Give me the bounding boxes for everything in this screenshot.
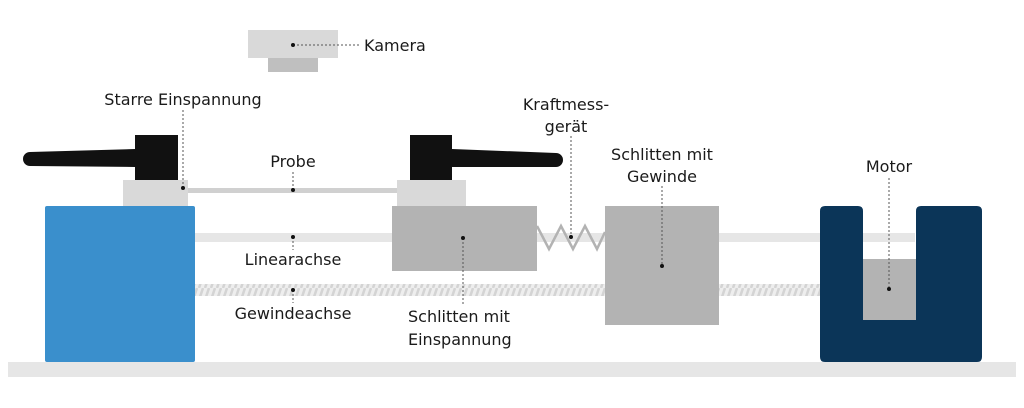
base-plate (8, 362, 1016, 377)
moving-clamp-handle (452, 149, 563, 167)
label-kraftmess-line2: gerät (545, 117, 588, 136)
motor-housing (820, 206, 982, 362)
label-schlitten-einspannung-line1: Schlitten mit (408, 307, 510, 326)
fixed-clamp (135, 135, 178, 180)
leader-lines (181, 43, 891, 305)
label-kraftmess-line1: Kraftmess- (523, 95, 609, 114)
label-starre-einspannung: Starre Einspannung (104, 90, 261, 109)
moving-clamp-base (397, 180, 466, 206)
label-probe: Probe (270, 152, 315, 171)
label-schlitten-gewinde-line1: Schlitten mit (611, 145, 713, 164)
label-gewindeachse: Gewindeachse (235, 304, 352, 323)
camera-lens (268, 58, 318, 72)
threaded-axis (195, 284, 820, 296)
label-schlitten-einspannung-line2: Einspannung (408, 330, 512, 349)
label-linearachse: Linearachse (245, 250, 342, 269)
moving-clamp (410, 135, 452, 180)
fixed-clamp-handle (23, 149, 135, 167)
force-gauge-spring (535, 223, 607, 252)
label-kamera: Kamera (364, 36, 426, 55)
label-motor: Motor (866, 157, 913, 176)
label-schlitten-gewinde-line2: Gewinde (627, 167, 697, 186)
fixed-block (45, 206, 195, 362)
fixed-clamp-base (123, 180, 188, 206)
